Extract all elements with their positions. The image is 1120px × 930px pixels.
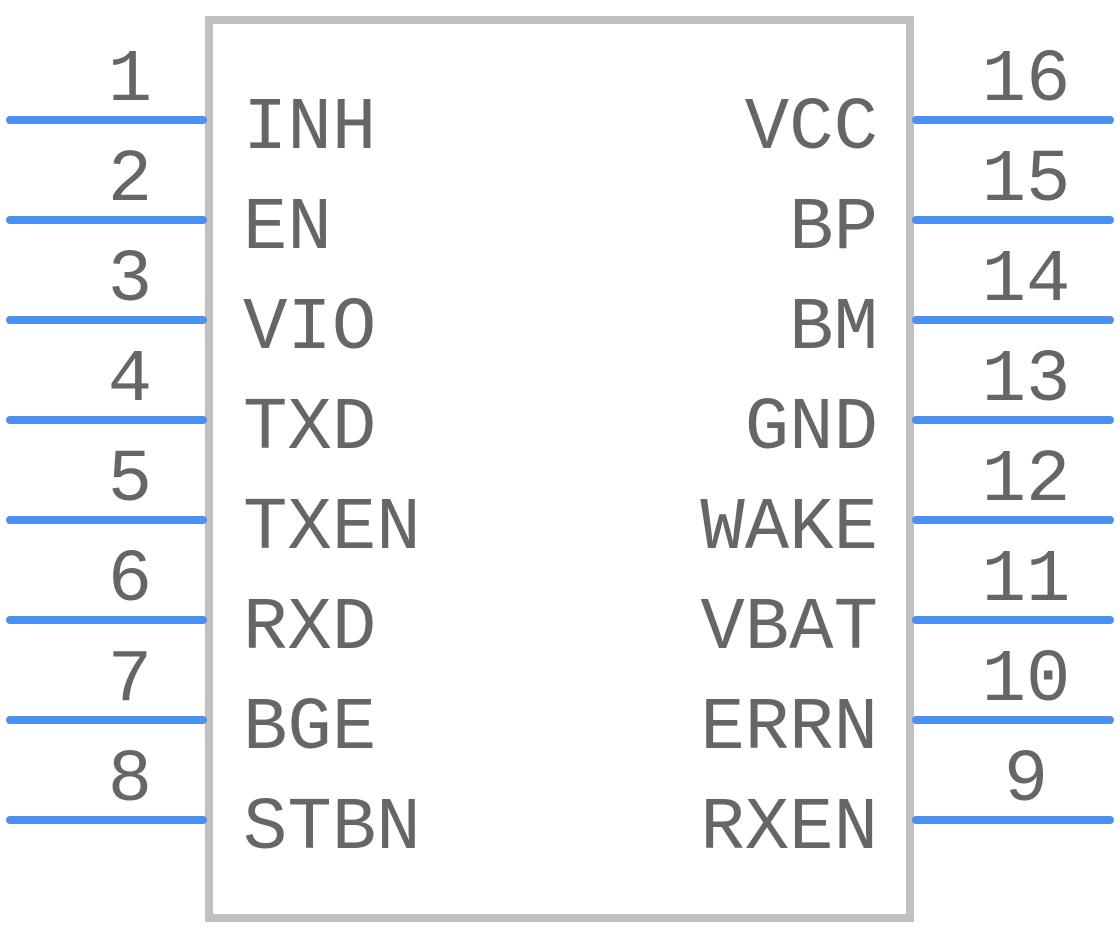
pin-13-number: 13 bbox=[982, 339, 1071, 423]
pin-15-number: 15 bbox=[982, 139, 1071, 223]
pin-7-label: BGE bbox=[243, 687, 376, 771]
pin-2-label: EN bbox=[243, 187, 332, 271]
pin-9-label: RXEN bbox=[700, 787, 878, 871]
pin-8-label: STBN bbox=[243, 787, 421, 871]
pin-4-number: 4 bbox=[108, 339, 152, 423]
pin-10-number: 10 bbox=[982, 639, 1071, 723]
ic-body-outline bbox=[205, 16, 914, 922]
pin-9-number: 9 bbox=[1004, 739, 1048, 823]
pin-12-number: 12 bbox=[982, 439, 1071, 523]
pin-1-label: INH bbox=[243, 87, 376, 171]
pin-12-label: WAKE bbox=[700, 487, 878, 571]
pin-16-number: 16 bbox=[982, 39, 1071, 123]
pin-2-number: 2 bbox=[108, 139, 152, 223]
pin-15-label: BP bbox=[789, 187, 878, 271]
pin-14-label: BM bbox=[789, 287, 878, 371]
pin-5-number: 5 bbox=[108, 439, 152, 523]
pin-8-number: 8 bbox=[108, 739, 152, 823]
pin-11-label: VBAT bbox=[700, 587, 878, 671]
pin-3-label: VIO bbox=[243, 287, 376, 371]
pin-1-number: 1 bbox=[108, 39, 152, 123]
pin-6-number: 6 bbox=[108, 539, 152, 623]
pin-3-number: 3 bbox=[108, 239, 152, 323]
pin-5-label: TXEN bbox=[243, 487, 421, 571]
pin-13-label: GND bbox=[745, 387, 878, 471]
pin-6-label: RXD bbox=[243, 587, 376, 671]
pin-4-label: TXD bbox=[243, 387, 376, 471]
pin-14-number: 14 bbox=[982, 239, 1071, 323]
pin-10-label: ERRN bbox=[700, 687, 878, 771]
pin-7-number: 7 bbox=[108, 639, 152, 723]
pin-16-label: VCC bbox=[745, 87, 878, 171]
pin-11-number: 11 bbox=[982, 539, 1071, 623]
